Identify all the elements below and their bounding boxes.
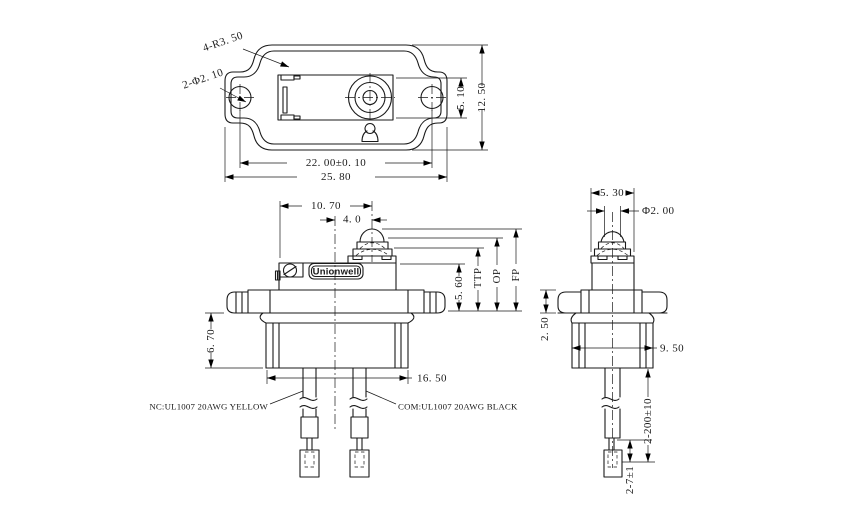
logo-box-inner xyxy=(310,265,362,278)
side-dome-hidden1 xyxy=(600,242,625,249)
dim-front-body-width: 10. 70 xyxy=(279,200,372,258)
front-plunger-base-notches xyxy=(352,255,392,261)
side-dome-hidden2 xyxy=(596,248,629,256)
front-flange-cap-right xyxy=(423,291,446,314)
dim-tip-diameter: Φ2. 00 xyxy=(587,205,675,237)
leader-text-2-10: 2-Φ2. 10 xyxy=(181,66,225,91)
side-plunger-base-notches xyxy=(597,255,628,261)
dim-text-5-60: 5. 60 xyxy=(453,276,465,300)
front-flange-cap-left xyxy=(226,291,249,314)
dim-text-ttp: TTP xyxy=(472,268,484,289)
wire-com-text: COM:UL1007 20AWG BLACK xyxy=(398,402,518,412)
dim-housing-height: 5. 60 xyxy=(400,263,465,311)
dim-terminal-length: 2-7±1 xyxy=(617,439,652,494)
front-dome-hidden1 xyxy=(359,242,386,249)
dim-plunger-offset: 4. 0 xyxy=(320,214,387,226)
front-neck-right xyxy=(407,312,415,324)
screw-head xyxy=(282,263,298,278)
dim-hole-spacing: 22. 00±0. 10 xyxy=(239,110,433,169)
dim-wire-length: 2-200±10 xyxy=(622,369,655,463)
leader-corner-radius: 4-R3. 50 xyxy=(201,30,290,70)
recess-tab-top2 xyxy=(293,75,301,80)
dim-body-height: 12. 50 xyxy=(412,44,488,151)
front-view: Unionwell xyxy=(149,200,522,478)
dim-text-10-70: 10. 70 xyxy=(311,200,341,212)
dim-text-22-00: 22. 00±0. 10 xyxy=(306,157,366,169)
side-flange xyxy=(580,289,643,314)
top-view-outer-outline xyxy=(224,44,448,151)
dim-op: OP xyxy=(388,237,503,311)
wire-label-com: COM:UL1007 20AWG BLACK xyxy=(365,390,518,412)
recess-tab-bottom xyxy=(280,114,295,121)
dim-text-op: OP xyxy=(491,269,503,284)
terminal-nc-crimp xyxy=(299,449,320,478)
dim-text-200: 2-200±10 xyxy=(642,398,654,444)
side-neck-right xyxy=(648,312,655,324)
switch-recess xyxy=(277,74,394,121)
logo-box-outer xyxy=(308,262,364,280)
dim-ttp: TTP xyxy=(394,247,484,311)
dim-base-diameter: 9. 50 xyxy=(572,343,684,355)
screw-slot xyxy=(283,265,297,276)
recess-tab-top xyxy=(280,74,295,81)
leader-text-r3-50: 4-R3. 50 xyxy=(201,30,244,55)
dim-text-fp: FP xyxy=(510,268,522,281)
dim-base-height: 6. 70 xyxy=(205,312,263,369)
side-view: 5. 30 Φ2. 00 2. 50 9. 50 xyxy=(539,187,684,494)
dim-text-5-10: 5. 10 xyxy=(455,86,467,110)
dim-text-2-50: 2. 50 xyxy=(539,317,551,341)
front-dome-hidden2 xyxy=(355,248,390,256)
front-plunger-dome xyxy=(359,228,385,243)
side-wire xyxy=(601,367,623,478)
dim-flange-thickness: 2. 50 xyxy=(539,289,556,341)
dim-overall-width: 25. 80 xyxy=(224,127,448,183)
side-housing xyxy=(591,262,635,291)
terminal-nc-barrel xyxy=(300,416,319,439)
dim-text-9-50: 9. 50 xyxy=(660,343,684,355)
side-plunger-dome xyxy=(600,231,625,243)
side-terminal-crimp xyxy=(603,449,623,478)
dim-recess-height: 5. 10 xyxy=(396,77,467,119)
front-flange xyxy=(247,289,425,314)
top-view: 5. 10 12. 50 22. 00±0. 10 25. 80 xyxy=(181,30,488,183)
front-housing-bracket xyxy=(278,262,304,278)
dim-text-16-50: 16. 50 xyxy=(417,373,447,385)
side-flange-cap-left xyxy=(557,291,582,314)
dim-text-5-30: 5. 30 xyxy=(600,187,624,199)
dim-text-12-50: 12. 50 xyxy=(476,82,488,112)
dim-fp: FP xyxy=(382,228,522,311)
dim-base-width: 16. 50 xyxy=(266,370,447,385)
wire-nc-text: NC:UL1007 20AWG YELLOW xyxy=(149,402,268,412)
dim-text-25-80: 25. 80 xyxy=(321,171,351,183)
front-neck-left xyxy=(259,312,267,324)
dim-text-6-70: 6. 70 xyxy=(205,329,217,353)
dim-text-phi-2-00: Φ2. 00 xyxy=(642,205,675,217)
terminal-nc-hidden xyxy=(304,451,315,468)
dim-text-7: 2-7±1 xyxy=(624,466,636,494)
dim-text-4-0: 4. 0 xyxy=(343,214,361,226)
wire-nc xyxy=(299,367,320,478)
brand-logo-text: Unionwell xyxy=(313,266,360,277)
front-plunger-ring2 xyxy=(356,241,389,250)
terminal-com-crimp xyxy=(349,449,370,478)
dim-plunger-width: 5. 30 xyxy=(590,187,635,252)
keyhole-mark xyxy=(361,122,379,143)
recess-tab-bottom2 xyxy=(293,115,301,120)
recess-slot xyxy=(282,86,288,114)
side-neck-left xyxy=(570,312,577,324)
terminal-com-barrel xyxy=(350,416,369,439)
wire-com xyxy=(349,367,370,478)
wire-label-nc: NC:UL1007 20AWG YELLOW xyxy=(149,390,304,412)
terminal-com-hidden xyxy=(354,451,365,468)
side-flange-cap-right xyxy=(641,291,668,314)
top-view-inner-outline xyxy=(230,50,442,145)
front-plunger-ring1 xyxy=(352,248,393,257)
